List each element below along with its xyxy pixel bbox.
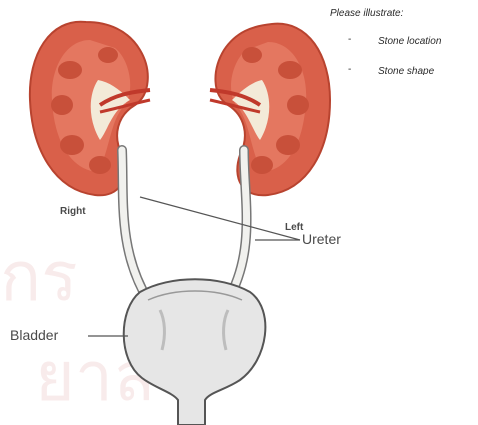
note-bullet-1: - <box>348 34 351 45</box>
note-item-stone-location: Stone location <box>378 36 441 47</box>
note-heading: Please illustrate: <box>330 8 403 19</box>
right-kidney <box>30 22 150 196</box>
ureters <box>122 150 247 300</box>
label-ureter: Ureter <box>302 231 341 247</box>
label-right: Right <box>60 206 86 217</box>
label-left: Left <box>285 222 303 233</box>
note-bullet-2: - <box>348 64 351 75</box>
svg-text:กร: กร <box>0 238 78 317</box>
label-bladder: Bladder <box>10 327 58 343</box>
left-kidney <box>210 24 330 196</box>
note-item-stone-shape: Stone shape <box>378 66 434 75</box>
